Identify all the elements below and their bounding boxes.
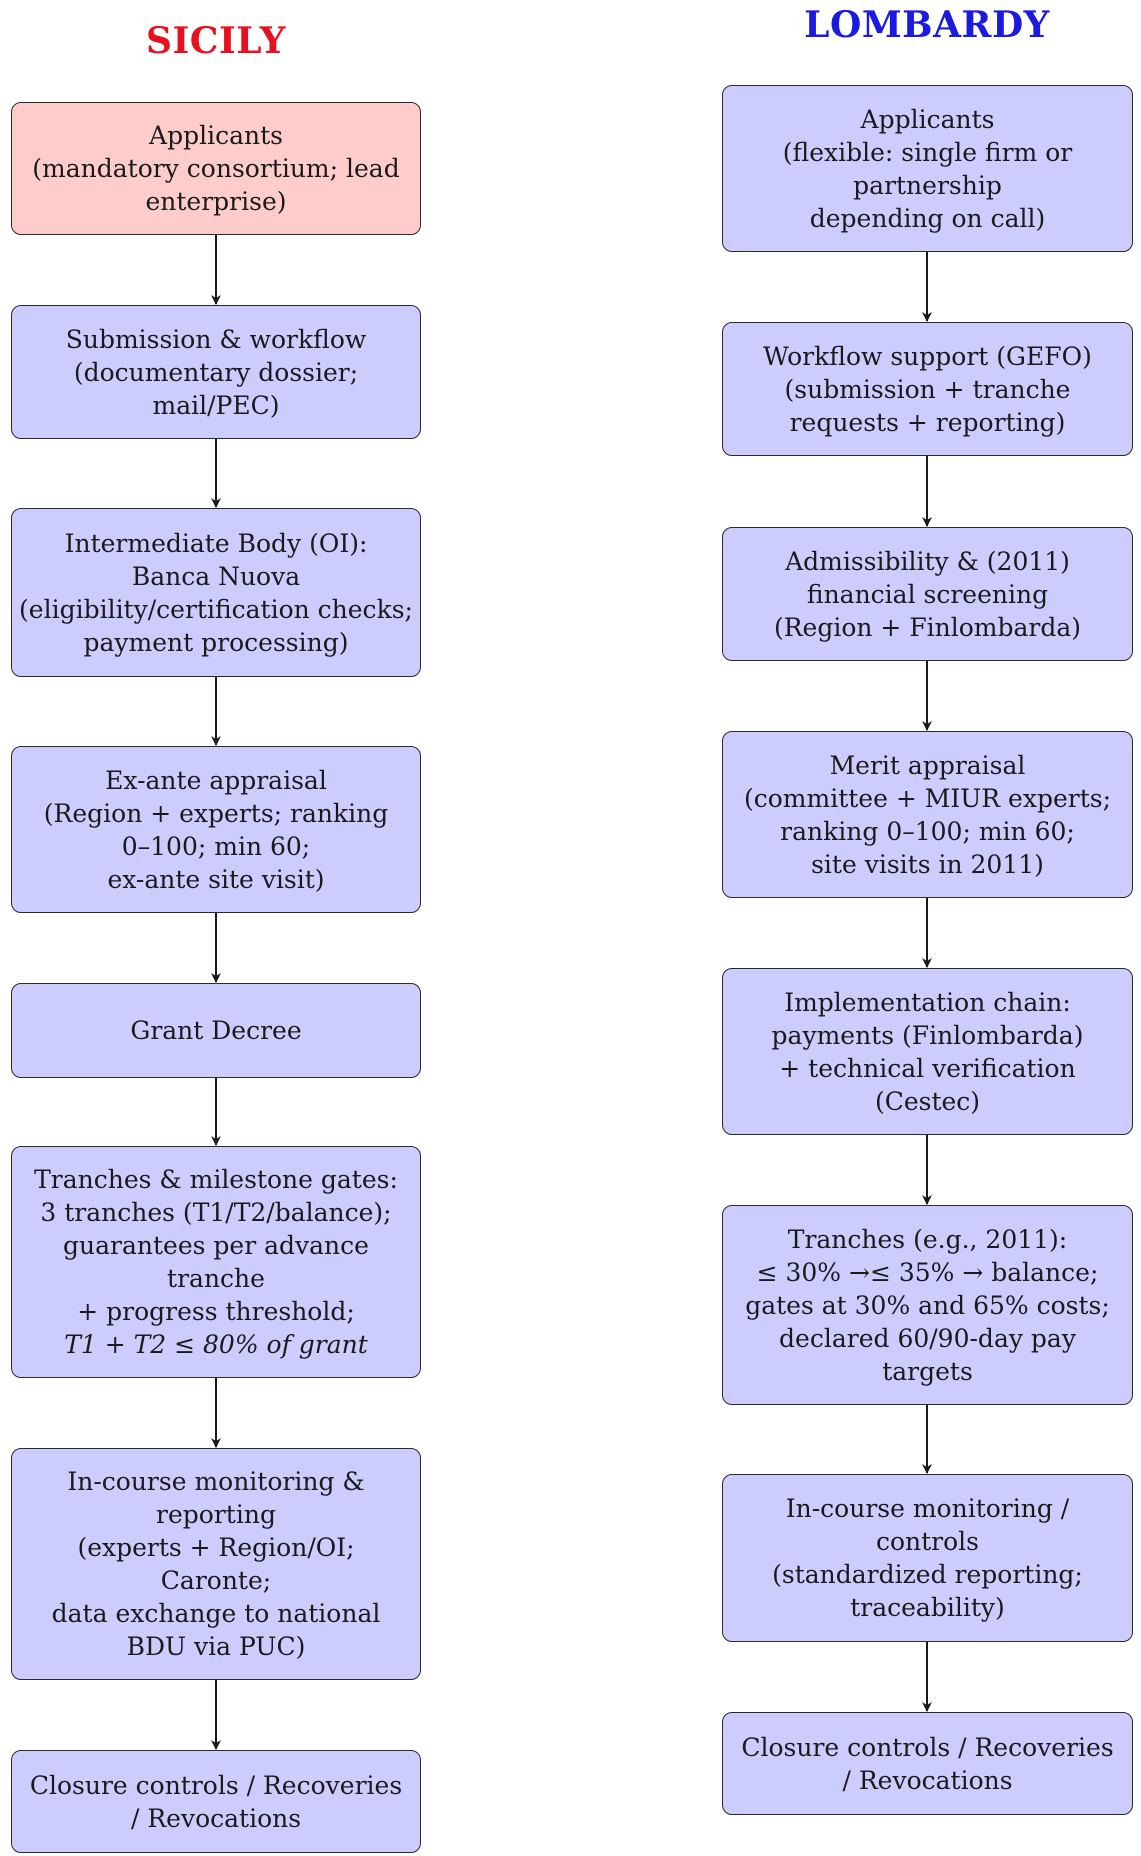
lombardy-step-5-line-2: payments (Finlombarda)	[771, 1020, 1084, 1050]
sicily-step-8-line-1: Closure controls / Recoveries	[29, 1770, 403, 1800]
sicily-step-6-line-3: guarantees per advance	[63, 1231, 369, 1260]
sicily-step-2-line-1: Submission & workflow	[65, 324, 367, 354]
sicily-step-7-line-1: In-course monitoring &	[67, 1467, 365, 1496]
lombardy-step-3-line-1: Admissibility & (2011)	[785, 546, 1070, 576]
lombardy-step-4-line-4: site visits in 2011)	[811, 849, 1044, 879]
sicily-step-7-line-6: BDU via PUC)	[126, 1632, 306, 1661]
sicily-step-2-box: Submission & workflow(documentary dossie…	[11, 305, 421, 439]
lombardy-step-4-box: Merit appraisal(committee + MIUR experts…	[722, 731, 1133, 898]
sicily-step-5-box: Grant Decree	[11, 983, 421, 1078]
lombardy-step-3-line-2: financial screening	[806, 579, 1049, 609]
sicily-step-1-line-2: (mandatory consortium; lead	[32, 154, 400, 183]
sicily-step-2-line-2: (documentary dossier;	[73, 357, 359, 387]
lombardy-step-7-line-4: traceability)	[850, 1593, 1005, 1622]
lombardy-step-8-line-1: Closure controls / Recoveries	[741, 1732, 1114, 1762]
sicily-step-7-line-5: data exchange to national	[51, 1599, 381, 1628]
sicily-step-6-line-2: 3 tranches (T1/T2/balance);	[40, 1198, 392, 1227]
lombardy-step-2-box: Workflow support (GEFO)(submission + tra…	[722, 322, 1133, 456]
lombardy-step-3-box: Admissibility & (2011)financial screenin…	[722, 527, 1133, 661]
lombardy-step-6-line-4: declared 60/90-day pay	[779, 1323, 1076, 1353]
lombardy-step-2-line-1: Workflow support (GEFO)	[763, 341, 1092, 371]
sicily-step-6-line-5: + progress threshold;	[77, 1297, 355, 1326]
lombardy-step-6-line-2: ≤ 30% →≤ 35% → balance;	[756, 1257, 1099, 1287]
sicily-column-title: SICILY	[145, 20, 287, 62]
sicily-step-4-line-2: (Region + experts; ranking	[43, 798, 389, 828]
lombardy-step-6-line-1: Tranches (e.g., 2011):	[787, 1224, 1068, 1254]
sicily-step-4-line-4: ex-ante site visit)	[107, 864, 325, 894]
lombardy-step-1-line-3: partnership	[853, 170, 1002, 200]
lombardy-step-7-line-1: In-course monitoring /	[785, 1494, 1070, 1523]
lombardy-step-7-line-3: (standardized reporting;	[772, 1560, 1083, 1589]
sicily-step-1-line-3: enterprise)	[145, 187, 287, 216]
sicily-step-3-line-2: Banca Nuova	[131, 561, 301, 591]
lombardy-column-title: LOMBARDY	[804, 4, 1050, 46]
sicily-step-7-line-2: reporting	[156, 1500, 276, 1529]
sicily-step-2-line-3: mail/PEC)	[152, 390, 280, 420]
lombardy-step-6-line-5: targets	[882, 1356, 973, 1386]
sicily-step-8-line-2: / Revocations	[130, 1803, 302, 1833]
lombardy-step-4-line-3: ranking 0–100; min 60;	[780, 816, 1075, 846]
sicily-step-6-line-6: T1 + T2 ≤ 80% of grant	[64, 1330, 368, 1359]
sicily-step-3-line-1: Intermediate Body (OI):	[64, 528, 368, 558]
lombardy-step-1-line-4: depending on call)	[809, 203, 1046, 233]
sicily-step-1-box: Applicants (mandatory consortium; lead ent…	[11, 102, 421, 235]
sicily-step-5-line-1: Grant Decree	[130, 1016, 302, 1045]
lombardy-step-1-line-1: Applicants	[860, 104, 995, 134]
lombardy-step-2-line-2: (submission + tranche	[784, 374, 1071, 404]
lombardy-step-8-line-2: / Revocations	[842, 1765, 1013, 1795]
lombardy-step-5-line-3: + technical verification	[779, 1053, 1076, 1083]
lombardy-step-2-line-3: requests + reporting)	[789, 407, 1066, 437]
sicily-step-3-line-3: (eligibility/certification checks;	[19, 594, 413, 624]
lombardy-step-8-box: Closure controls / Recoveries/ Revocatio…	[722, 1712, 1133, 1815]
sicily-step-7-box: In-course monitoring & reporting (experts …	[11, 1448, 421, 1680]
sicily-step-4-line-3: 0–100; min 60;	[121, 831, 311, 861]
lombardy-step-5-line-1: Implementation chain:	[784, 987, 1071, 1017]
sicily-step-8-box: Closure controls / Recoveries/ Revocatio…	[11, 1750, 421, 1853]
lombardy-step-5-box: Implementation chain:payments (Finlombar…	[722, 968, 1133, 1135]
lombardy-step-4-line-1: Merit appraisal	[829, 750, 1026, 780]
sicily-step-7-line-4: Caronte;	[160, 1566, 272, 1595]
sicily-step-3-line-4: payment processing)	[83, 627, 349, 657]
sicily-step-4-box: Ex-ante appraisal(Region + experts; rank…	[11, 746, 421, 913]
sicily-step-3-box: Intermediate Body (OI):Banca Nuova(eligi…	[11, 508, 421, 677]
lombardy-step-6-box: Tranches (e.g., 2011):≤ 30% →≤ 35% → bal…	[722, 1205, 1133, 1405]
sicily-step-4-line-1: Ex-ante appraisal	[105, 765, 327, 795]
sicily-step-6-box: Tranches & milestone gates: 3 tranches (T…	[11, 1146, 421, 1378]
lombardy-step-7-box: In-course monitoring / controls (standardi…	[722, 1474, 1133, 1642]
sicily-step-6-line-1: Tranches & milestone gates:	[34, 1165, 398, 1194]
sicily-step-6-line-4: tranche	[167, 1264, 265, 1293]
sicily-step-1-line-1: Applicants	[149, 121, 283, 150]
lombardy-step-1-line-2: (flexible: single firm or	[782, 137, 1073, 167]
lombardy-step-4-line-2: (committee + MIUR experts;	[744, 783, 1111, 813]
lombardy-step-3-line-3: (Region + Finlombarda)	[773, 612, 1082, 642]
lombardy-step-5-line-4: (Cestec)	[874, 1086, 981, 1116]
sicily-step-7-line-3: (experts + Region/OI;	[77, 1533, 355, 1562]
lombardy-step-7-line-2: controls	[875, 1527, 980, 1556]
lombardy-step-6-line-3: gates at 30% and 65% costs;	[745, 1290, 1110, 1320]
